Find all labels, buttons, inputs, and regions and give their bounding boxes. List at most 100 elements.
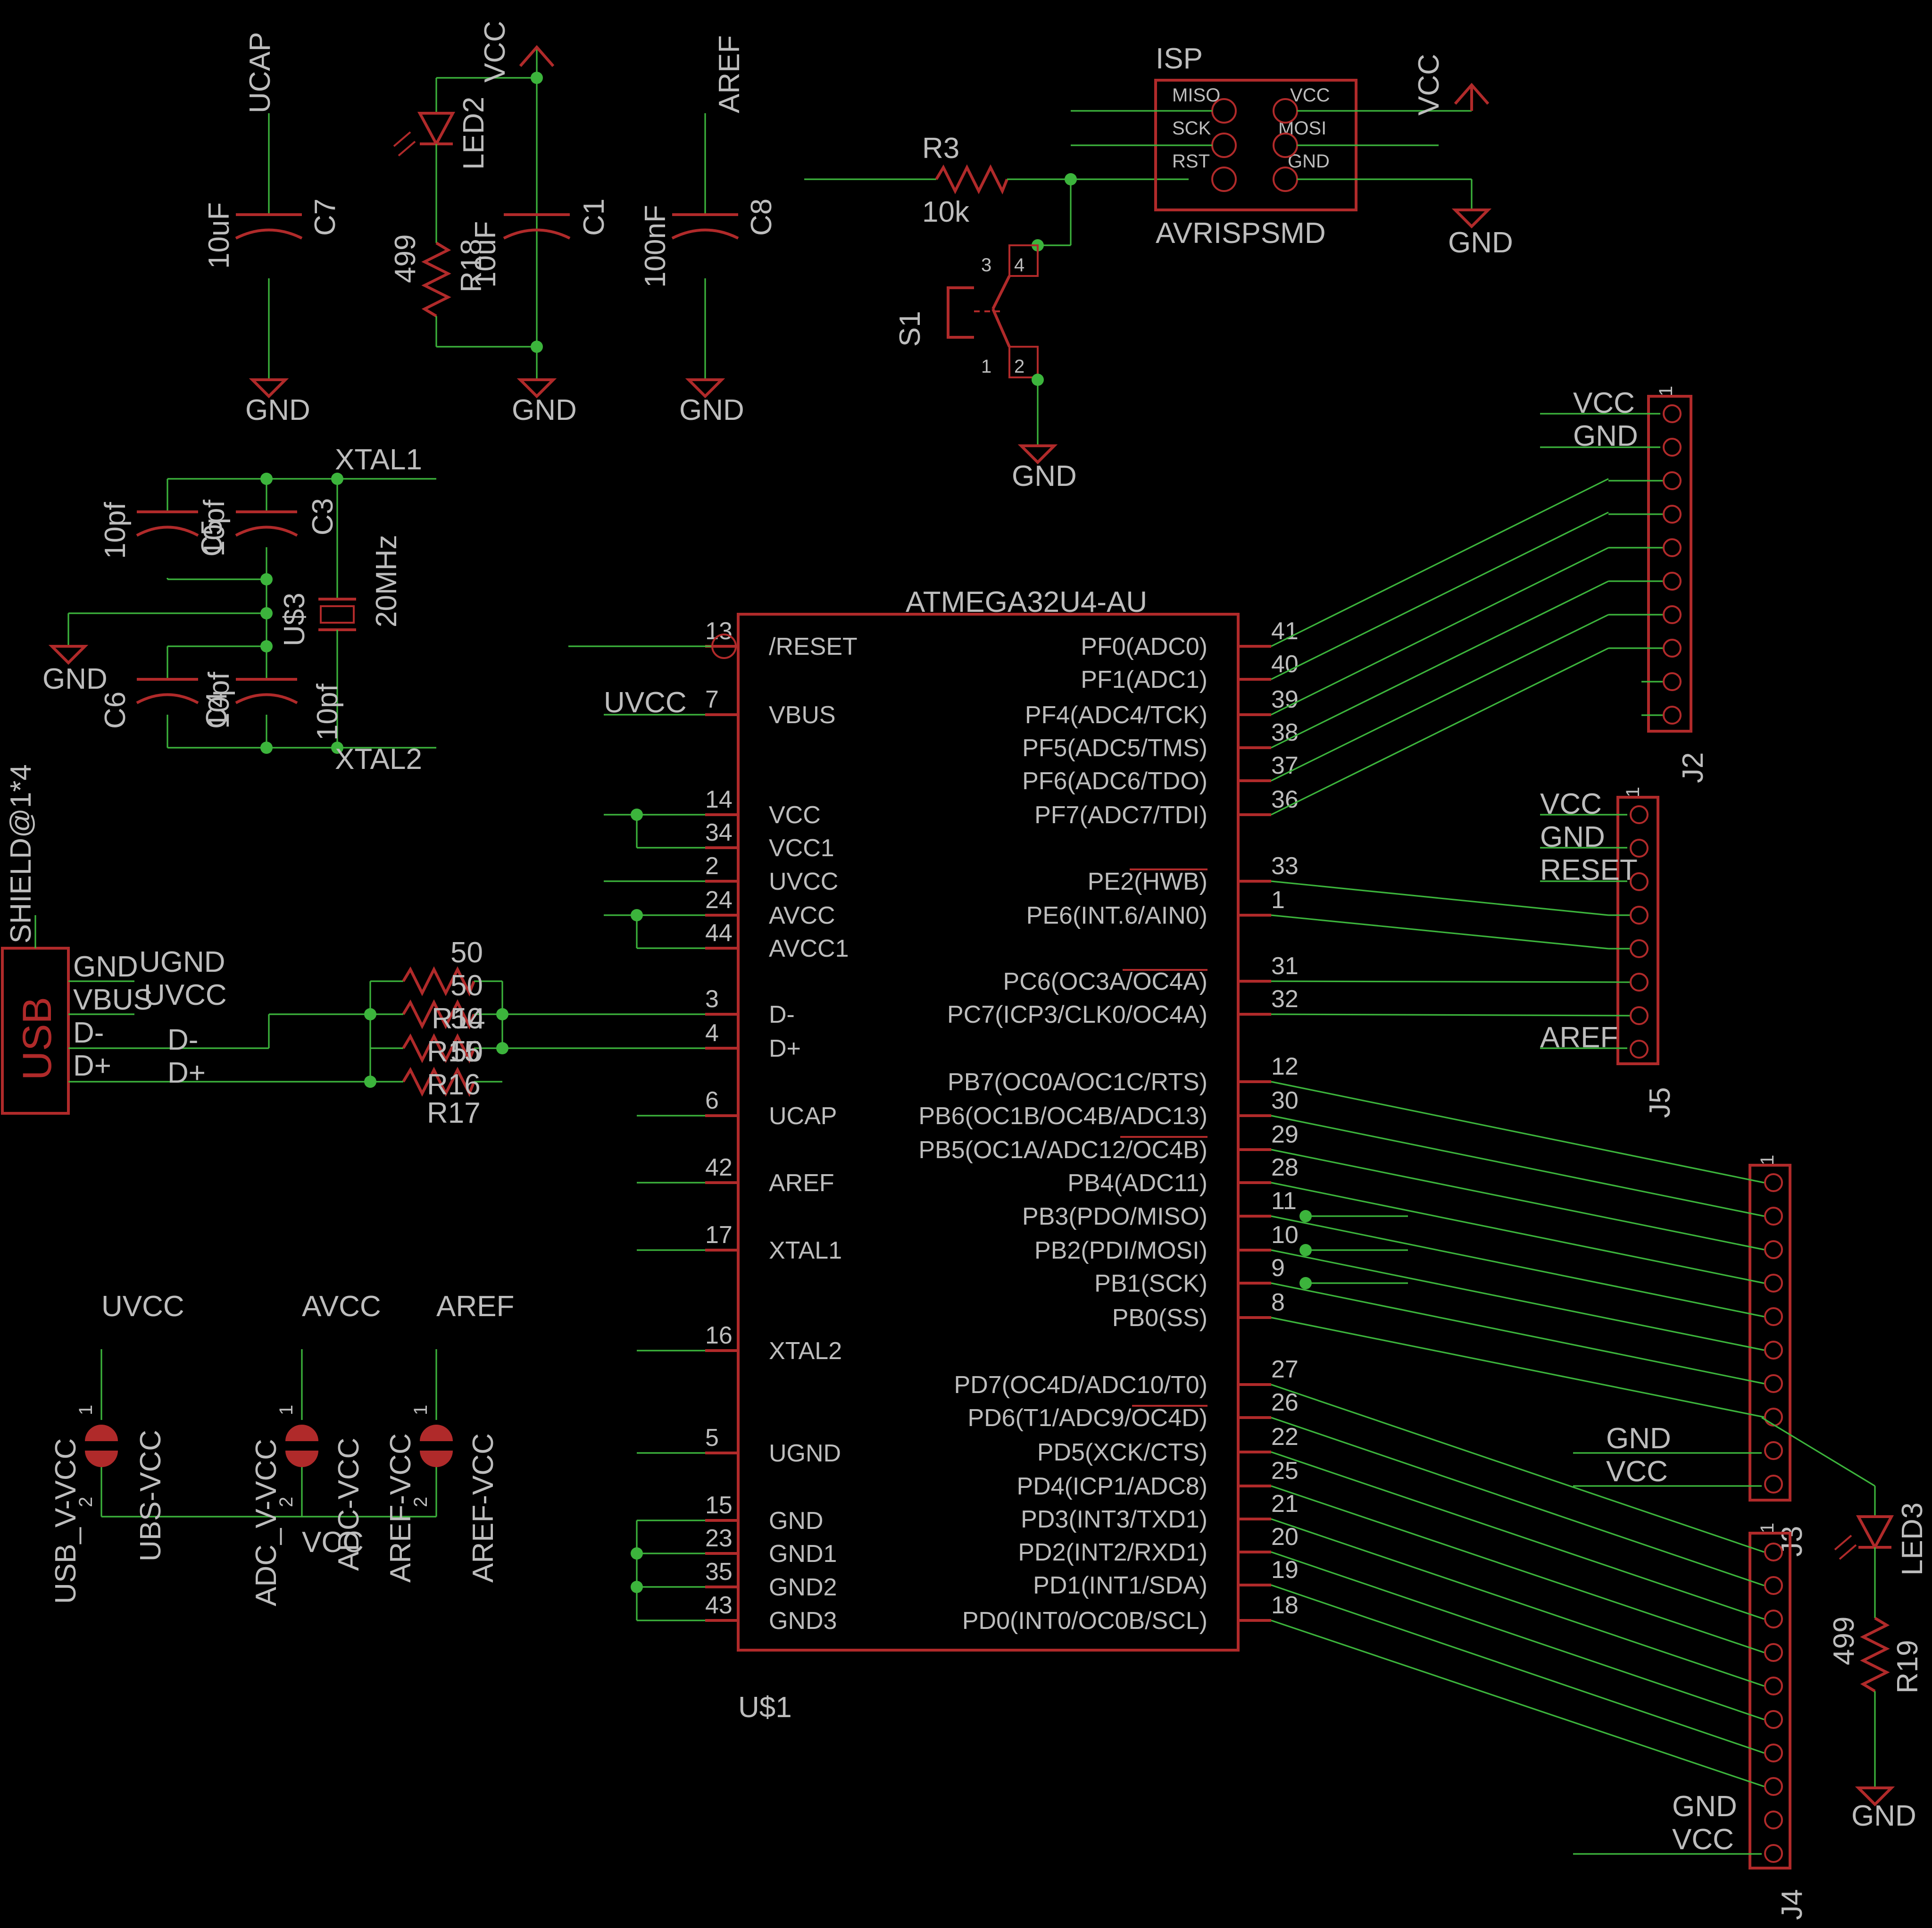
net-wire <box>1271 1081 1765 1184</box>
solder-jumpers[interactable]: UVCC AVCC AREF 1 2 1 2 1 2 USB_V-VCC UBS… <box>50 1290 514 1606</box>
mcu-right-pin-num: 39 <box>1271 686 1299 713</box>
reset-circuit[interactable]: R3 10k 4 3 2 1 S1 GND <box>804 132 1189 492</box>
header-pin <box>1764 1207 1783 1226</box>
mcu-right-pin-name: PB5(OC1A/ADC12/OC4B) <box>918 1136 1208 1164</box>
res-r17: R17 <box>427 1097 481 1129</box>
mcu-right-pin-name: PE2(HWB) <box>1088 868 1208 895</box>
jumper2-net: AVCC <box>302 1290 381 1323</box>
mcu-right-pin-num: 41 <box>1271 618 1299 645</box>
net-wire <box>1271 547 1609 716</box>
net-wire <box>1271 1249 1765 1351</box>
header-pin <box>1764 1408 1783 1427</box>
mcu-left-pin-num: 42 <box>705 1154 733 1181</box>
header-pin <box>1764 1677 1783 1695</box>
mcu-right-pin-num: 11 <box>1271 1187 1297 1215</box>
net-wire <box>1271 1317 1765 1418</box>
c7-value: 10uF <box>203 202 235 269</box>
j5-pin1: 1 <box>1623 787 1643 797</box>
jumper2-p1: 1 <box>276 1405 297 1415</box>
mcu-right-pin-num: 9 <box>1271 1254 1285 1282</box>
header-j4[interactable]: 1 J4 GND VCC <box>1573 1523 1808 1920</box>
header-j2[interactable]: 1 J2 VCC GND <box>1540 386 1709 783</box>
mcu-left-pin-num: 17 <box>705 1221 733 1249</box>
crystal-circuit[interactable]: GND XTAL1 XTAL2 U$3 20MHz 10pf C5 10pf C… <box>42 443 436 776</box>
mcu-right-pin-num: 32 <box>1271 985 1299 1013</box>
header-pin <box>1630 939 1649 958</box>
isp-header[interactable]: ISP AVRISPSMD MISO SCK RST VCC MOSI GND … <box>1071 42 1513 259</box>
header-pin <box>1764 1576 1783 1595</box>
c8-value: 100nF <box>639 205 672 288</box>
c7-net: UCAP <box>244 32 276 113</box>
mcu-left-pin-name: UGND <box>769 1440 841 1467</box>
mcu-left-pin-num: 24 <box>705 886 733 914</box>
net-wire <box>1271 1384 1765 1553</box>
led3-ref: LED3 <box>1896 1502 1929 1576</box>
mcu-left-pin-name: D+ <box>769 1035 801 1062</box>
isp-pin-rst: RST <box>1172 151 1210 172</box>
net-wire <box>1271 580 1609 749</box>
mcu-right-pin-name: PF5(ADC5/TMS) <box>1022 734 1208 762</box>
res-value-3: 50 <box>450 1035 483 1068</box>
c1-ref: C1 <box>578 199 610 236</box>
header-pin <box>1764 1173 1783 1192</box>
mcu-right-pin-name: PD6(T1/ADC9/OC4D) <box>967 1404 1208 1432</box>
j5-ref: J5 <box>1644 1087 1676 1118</box>
j4-pin1: 1 <box>1757 1523 1778 1533</box>
isp-pin-vcc: VCC <box>1290 85 1330 106</box>
net-wire <box>1271 1215 1765 1318</box>
j4-ref: J4 <box>1776 1889 1808 1920</box>
header-pin <box>1764 1744 1783 1762</box>
header-pin <box>1764 1811 1783 1829</box>
mcu-right-pin-name: PF6(ADC6/TDO) <box>1022 768 1208 795</box>
header-j3[interactable]: 1 J3 GND VCC <box>1573 1155 1808 1557</box>
mcu-right-pin-num: 20 <box>1271 1523 1299 1551</box>
mcu-right-pin-num: 27 <box>1271 1356 1299 1383</box>
isp-vcc-net: VCC <box>1413 54 1445 116</box>
usb-dp-net: D+ <box>167 1057 206 1089</box>
r19-value: 499 <box>1828 1617 1860 1665</box>
mcu-left-pin-num: 6 <box>705 1087 719 1114</box>
led2-group[interactable]: VCC LED2 499 R18 10uF C1 GND <box>389 21 610 426</box>
led2-ref: LED2 <box>458 97 490 170</box>
c3-ref: C3 <box>307 498 339 535</box>
header-pin <box>1630 805 1649 824</box>
mcu-left-pin-num: 44 <box>705 919 733 947</box>
net-wire <box>1271 1451 1765 1620</box>
net-wire <box>1271 914 1609 950</box>
r19-ref: R19 <box>1891 1640 1924 1694</box>
s1-pin2: 2 <box>1014 356 1024 377</box>
j3-ref: J3 <box>1776 1526 1808 1557</box>
mcu-left-pin-name: GND <box>769 1507 824 1535</box>
mcu-right-pin-name: PB1(SCK) <box>1094 1270 1208 1297</box>
isp-pin-mosi: MOSI <box>1278 118 1326 139</box>
j4-net-gnd: GND <box>1672 1790 1737 1823</box>
res-r16: R16 <box>427 1068 481 1101</box>
isp-part: AVRISPSMD <box>1156 217 1326 250</box>
j2-net-vcc: VCC <box>1573 387 1635 419</box>
mcu-left-pin-num: 7 <box>705 686 719 713</box>
net-wire <box>1271 1182 1765 1284</box>
usb-connector[interactable]: USB SHIELD@1*4 GND VBUS D- D+ UGND UVCC … <box>1 764 705 1129</box>
header-j5[interactable]: 1 J5 VCC GND RESET AREF <box>1540 787 1676 1118</box>
net-wire <box>1271 1149 1765 1251</box>
j2-ref: J2 <box>1677 752 1709 783</box>
mcu-left-pin-name: AREF <box>769 1169 834 1197</box>
mcu-left-pin-name: GND3 <box>769 1607 837 1635</box>
net-wire <box>1271 511 1609 680</box>
capacitor-c7[interactable]: UCAP 10uF C7 GND <box>203 32 341 426</box>
net-wire <box>1271 478 1609 647</box>
mcu-left-pin-num: 4 <box>705 1019 719 1047</box>
c5-ref: C5 <box>196 519 228 557</box>
header-pin <box>1630 973 1649 992</box>
header-pin <box>1663 639 1682 658</box>
c5-value: 10pf <box>99 502 132 559</box>
capacitor-c8[interactable]: AREF 100nF C8 GND <box>639 35 778 426</box>
mcu-u1[interactable]: ATMEGA32U4-AU U$1 13/RESET7VBUS14VCC34VC… <box>604 586 1299 1724</box>
mcu-left-pin-num: 35 <box>705 1558 733 1586</box>
net-wire <box>1271 1485 1765 1653</box>
crystal-ref: U$3 <box>278 593 311 646</box>
isp-pin-gnd: GND <box>1288 151 1330 172</box>
header-pin <box>1630 1006 1649 1025</box>
header-pin <box>1764 1475 1783 1494</box>
led3-group[interactable]: LED3 499 R19 GND <box>1761 1417 1929 1832</box>
